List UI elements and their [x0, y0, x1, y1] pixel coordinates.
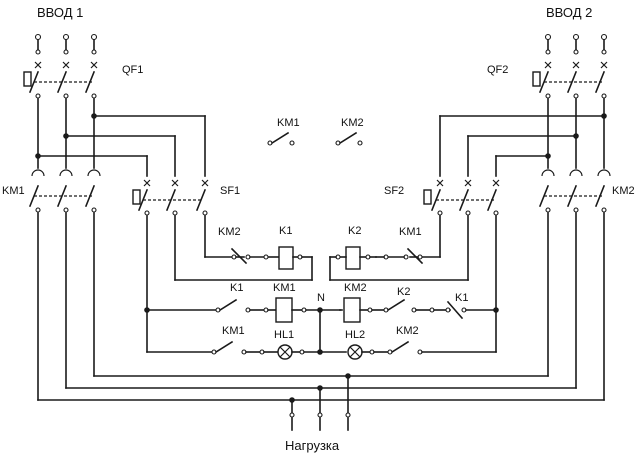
input2-phase-lines [544, 33, 608, 55]
km2-contact-label-bottom: KM2 [396, 325, 419, 337]
km1-main-label: KM1 [2, 185, 25, 197]
sf1-control-wiring [144, 215, 347, 360]
k1-contact-label-mid: K1 [230, 282, 244, 294]
k2-contact-label: K2 [397, 286, 411, 298]
input1-phase-lines [34, 33, 98, 55]
hl2-label: HL2 [345, 329, 366, 341]
qf1-breaker [23, 61, 98, 99]
qf2-breaker [532, 61, 608, 99]
km1-contact-label-top: KM1 [399, 226, 422, 238]
hl1-label: HL1 [274, 329, 295, 341]
input2-bus [439, 98, 607, 177]
km2-coil-label: KM2 [344, 282, 367, 294]
load-label: Нагрузка [285, 438, 340, 453]
sf1-breaker [132, 179, 209, 216]
neutral-label: N [317, 292, 325, 304]
k2-coil-label: K2 [348, 225, 362, 237]
qf2-label: QF2 [487, 64, 509, 76]
sf2-breaker [423, 179, 500, 216]
sf2-control-wiring [329, 215, 499, 360]
k1-contact-label-right: K1 [455, 292, 469, 304]
load-bus [37, 373, 605, 431]
sf1-label: SF1 [220, 185, 241, 197]
km2-contact-label-top: KM2 [218, 226, 241, 238]
km2-main-contacts [538, 169, 611, 401]
km1-contact-label-bottom: KM1 [222, 325, 245, 337]
legend-km1-label: KM1 [277, 117, 300, 129]
km1-main-contacts [28, 169, 101, 401]
km1-coil-label: KM1 [273, 282, 296, 294]
neutral-bus [317, 307, 323, 355]
input1-title: ВВОД 1 [37, 5, 84, 20]
k1-coil-label: K1 [279, 225, 293, 237]
sf2-label: SF2 [384, 185, 405, 197]
legend-symbols [267, 131, 363, 146]
input1-bus [35, 98, 206, 177]
km2-main-label: KM2 [612, 185, 635, 197]
legend-km2-label: KM2 [341, 117, 364, 129]
input2-title: ВВОД 2 [546, 5, 593, 20]
qf1-label: QF1 [122, 64, 144, 76]
